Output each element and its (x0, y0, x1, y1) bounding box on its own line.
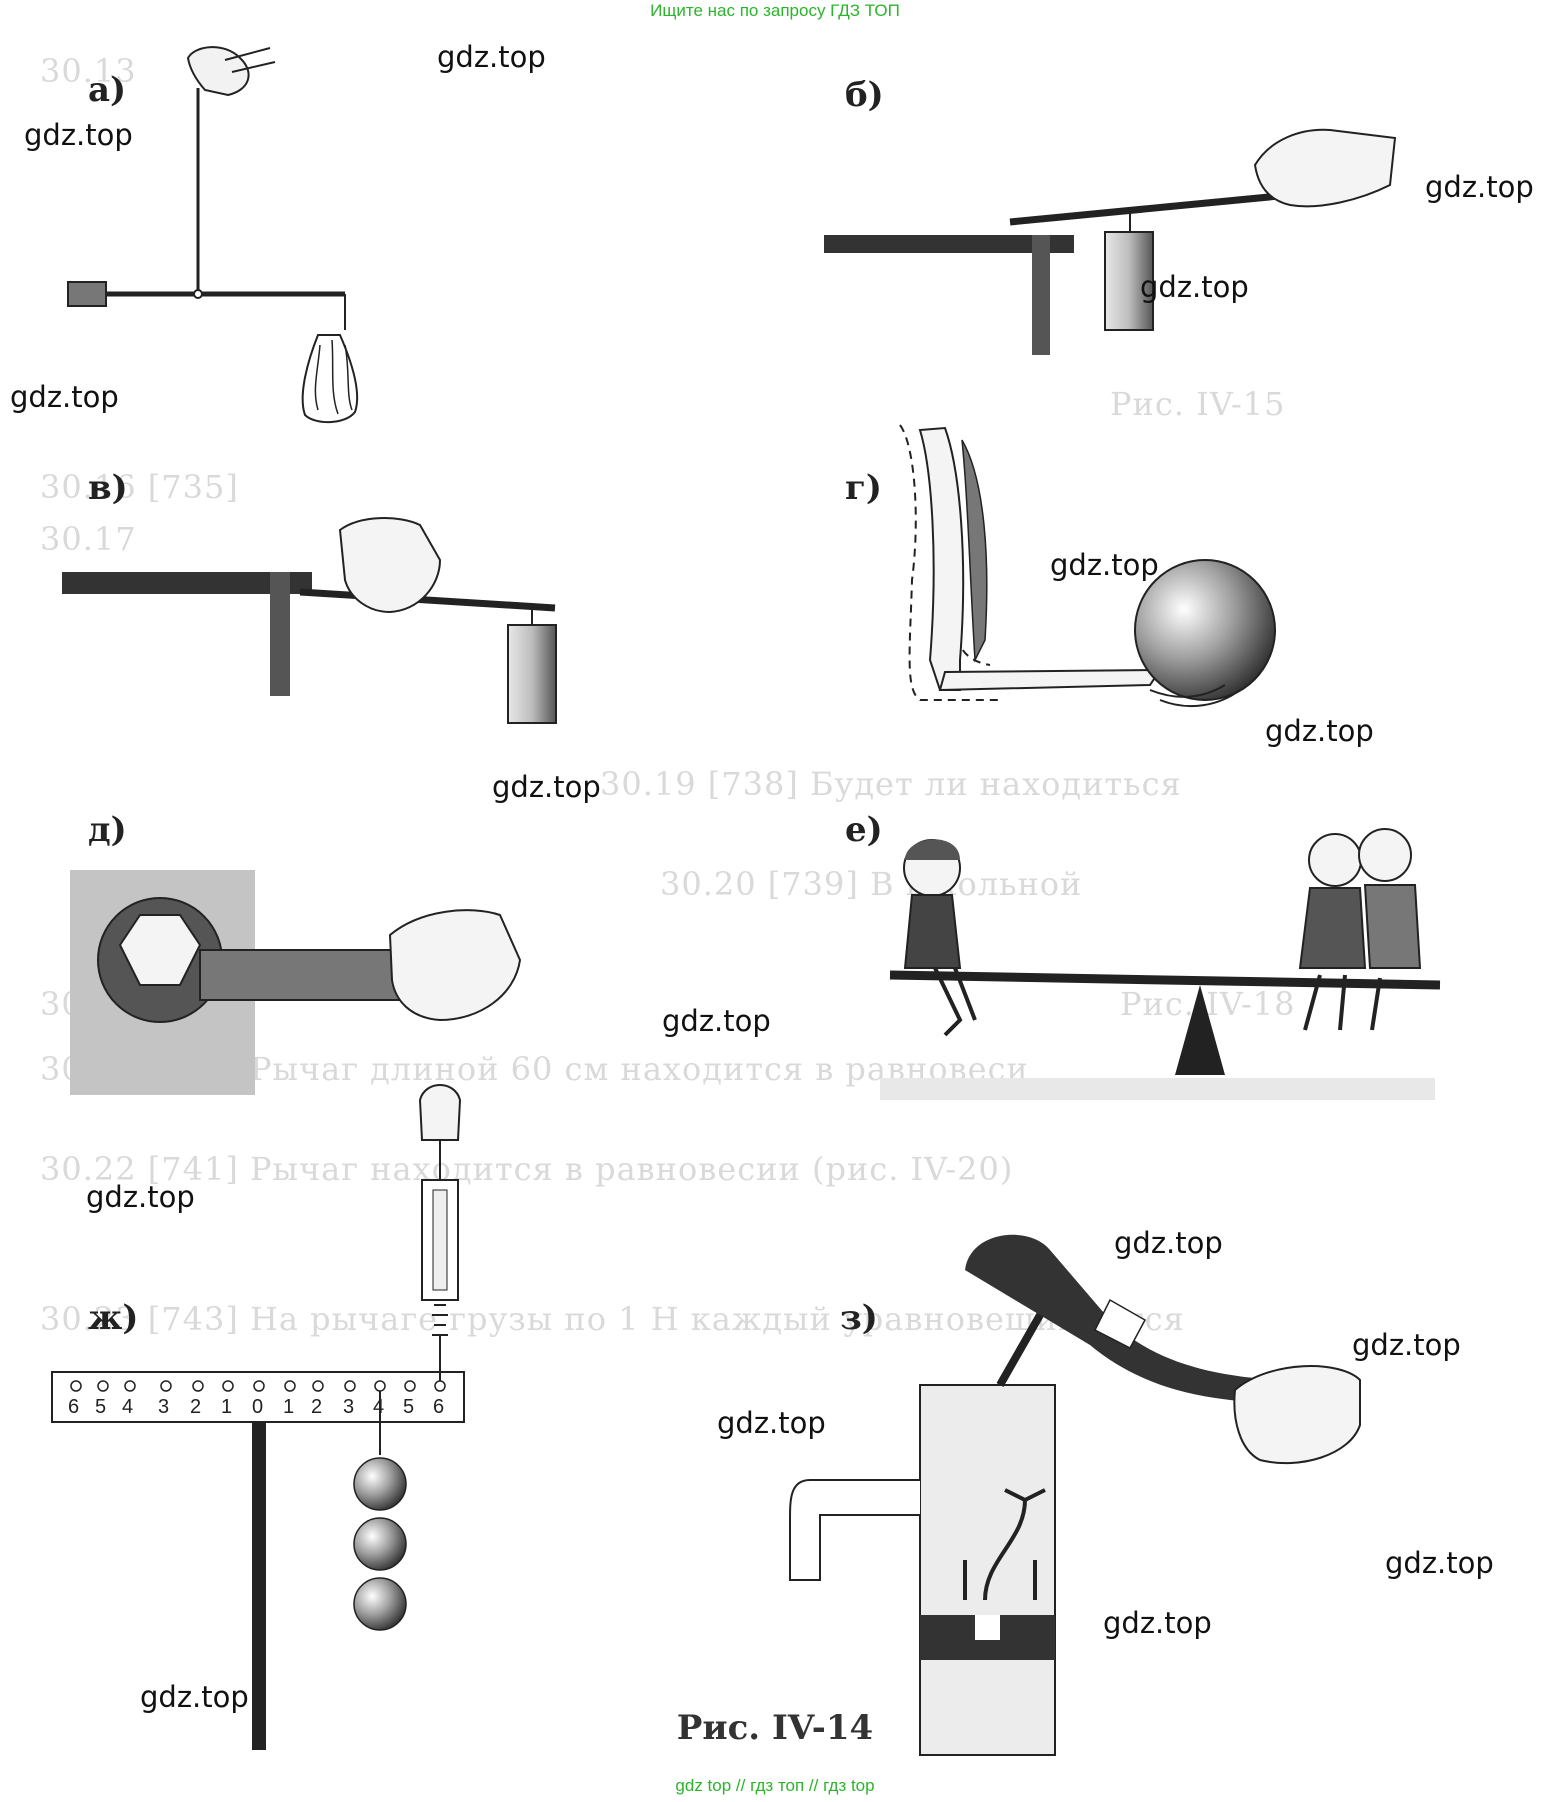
ruler-label: 3 (158, 1396, 170, 1418)
watermark: gdz.top (1140, 270, 1249, 304)
watermark: gdz.top (1425, 170, 1534, 204)
panel-d-wrench (70, 870, 522, 1095)
panel-label-d: д) (88, 810, 127, 850)
ruler-label: 2 (311, 1396, 323, 1418)
watermark: gdz.top (437, 40, 546, 74)
watermark: gdz.top (1352, 1328, 1461, 1362)
ruler-label: 3 (343, 1396, 355, 1418)
panel-g-arm (899, 424, 1276, 707)
panel-label-zh: ж) (88, 1298, 139, 1338)
panel-e-seesaw (880, 828, 1441, 1100)
ruler-label: 1 (283, 1396, 295, 1418)
panel-c-lever (62, 517, 557, 724)
panel-label-e: е) (845, 810, 883, 850)
panel-zh-ruler (51, 1084, 465, 1750)
watermark: gdz.top (1114, 1226, 1223, 1260)
watermark: gdz.top (1385, 1546, 1494, 1580)
ruler-label: 6 (68, 1396, 80, 1418)
watermark: gdz.top (140, 1680, 249, 1714)
bg-text-line: 30.17 (40, 520, 137, 558)
ruler-label: 1 (221, 1396, 233, 1418)
watermark: gdz.top (10, 380, 119, 414)
panel-label-v: в) (88, 468, 128, 508)
watermark: gdz.top (1103, 1606, 1212, 1640)
ruler-label: 6 (433, 1396, 445, 1418)
watermark: gdz.top (24, 118, 133, 152)
bg-text-line: 30.20 [739] В школьной (660, 865, 1083, 903)
watermark: gdz.top (492, 770, 601, 804)
bg-text-line: 30.23 [743] На рычаге грузы по 1 Н кажды… (40, 1300, 1185, 1338)
ruler-label: 5 (95, 1396, 107, 1418)
panel-b-lever (824, 128, 1397, 355)
top-banner[interactable]: Ищите нас по запросу ГДЗ ТОП (650, 1, 900, 20)
panel-label-g: г) (845, 468, 882, 508)
ruler-label: 4 (122, 1396, 134, 1418)
ruler-label: 4 (373, 1396, 385, 1418)
bg-text-line: Рис. IV-15 (1110, 385, 1286, 423)
panel-label-b: б) (845, 75, 884, 115)
watermark: gdz.top (86, 1180, 195, 1214)
bg-text-line: 30.13 (40, 52, 137, 90)
bg-text-line: 30.22 [741] Рычаг находится в равновесии… (40, 1150, 1014, 1188)
panel-label-z: з) (840, 1298, 878, 1338)
panel-label-a: а) (88, 70, 127, 110)
bg-text-line: 30.19 [738] Будет ли находиться (600, 765, 1182, 803)
ruler-label: 5 (403, 1396, 415, 1418)
ruler-holes (70, 1380, 446, 1392)
ruler-label: 0 (252, 1396, 264, 1418)
ruler-label: 2 (190, 1396, 202, 1418)
watermark: gdz.top (662, 1004, 771, 1038)
panel-z-pump (789, 1234, 1361, 1756)
panel-a-lever (67, 46, 359, 424)
bottom-banner[interactable]: gdz top // гдз топ // гдз top (675, 1776, 875, 1795)
figure-caption: Рис. IV-14 (676, 1708, 874, 1748)
bg-text-line: 30.16 [735] (40, 468, 239, 506)
watermark: gdz.top (1050, 548, 1159, 582)
watermark: gdz.top (1265, 714, 1374, 748)
watermark: gdz.top (717, 1406, 826, 1440)
